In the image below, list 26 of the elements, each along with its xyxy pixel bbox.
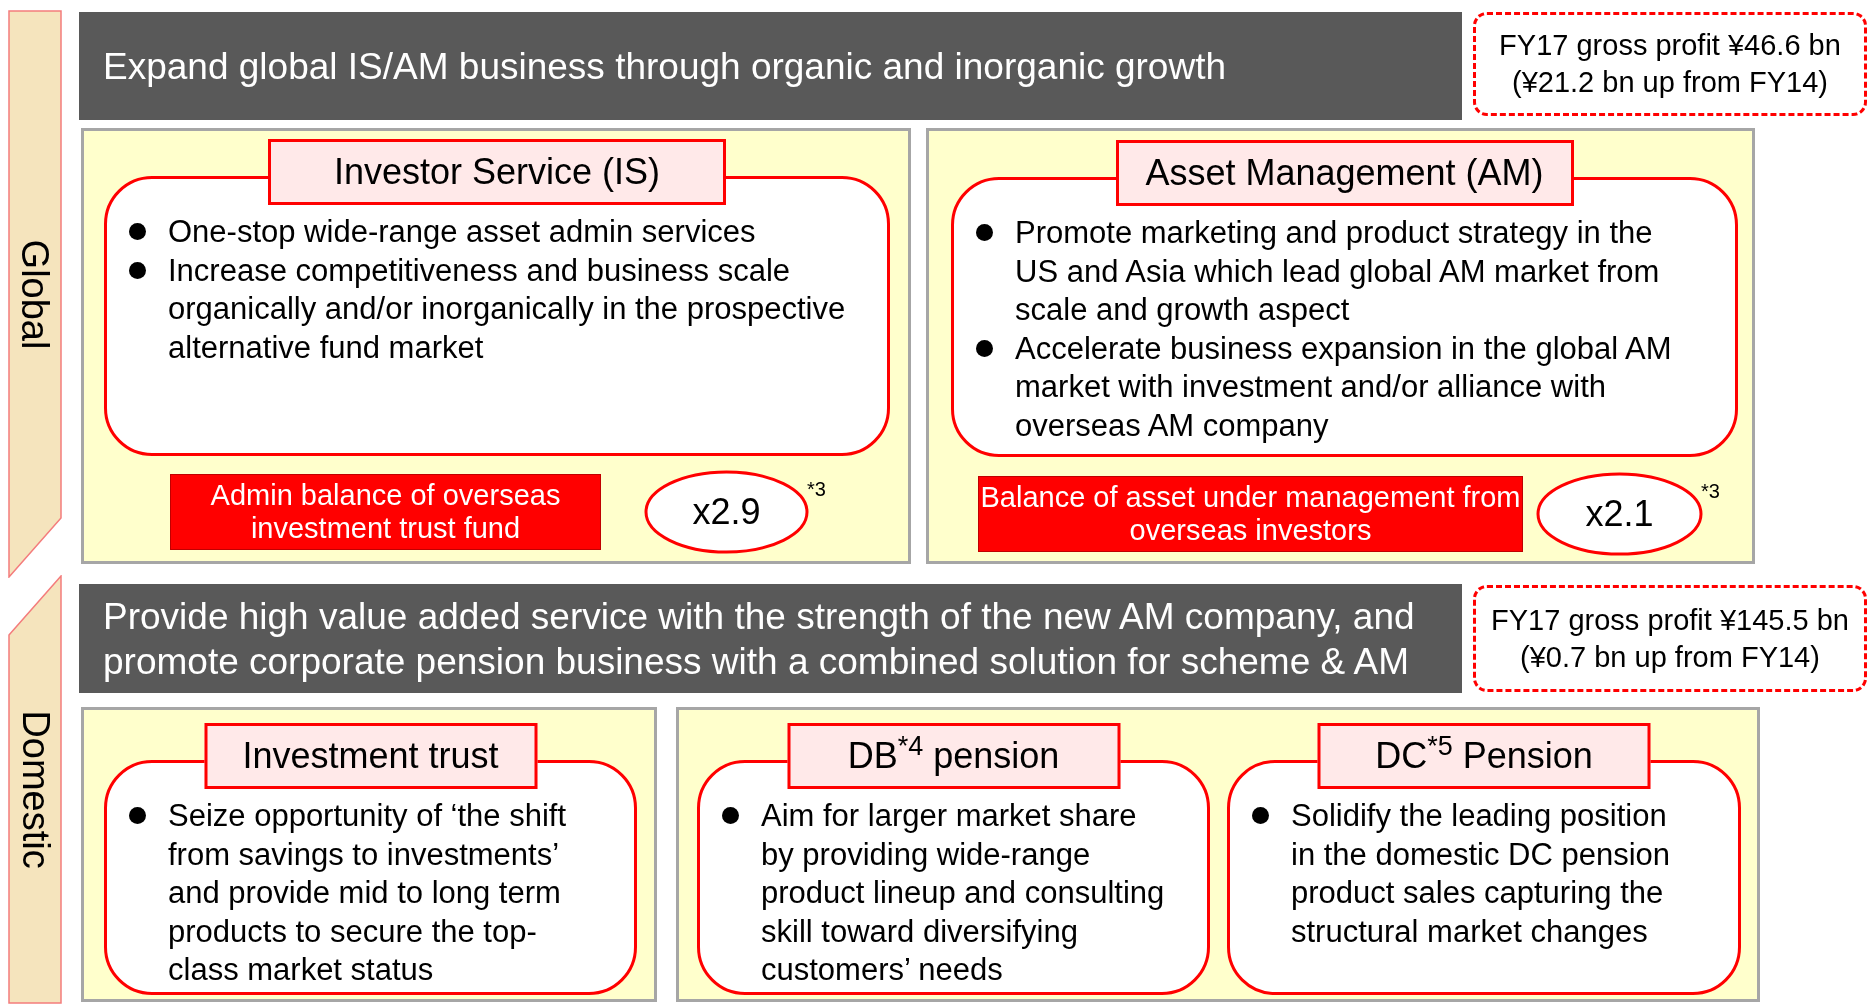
section-panel xyxy=(81,707,657,1002)
bullet-text: Accelerate business expansion in the global AM market with investment and/or alliance with overseas AM company xyxy=(1015,329,1673,445)
footnote-mark: *3 xyxy=(1701,479,1720,504)
profit-callout: FY17 gross profit ¥46.6 bn (¥21.2 bn up from FY14) xyxy=(1473,12,1867,116)
metric-label: Balance of asset under management from overseas investors xyxy=(978,476,1523,552)
goal-banner: Expand global IS/AM business through organic and inorganic growth xyxy=(79,12,1462,120)
bullet-text: Promote marketing and product strategy in the US and Asia which lead global AM market from scale and growth aspect xyxy=(1015,214,1661,329)
card-title-tab: Asset Management (AM) xyxy=(1115,140,1574,206)
category-band: Domestic xyxy=(8,575,62,1004)
card-title-tab: Investment trust xyxy=(204,723,537,789)
bullet-text: Seize opportunity of ‘the shift from savings to investments’ and provide mid to long term products to secure the top-class market status xyxy=(168,797,568,989)
profit-callout: FY17 gross profit ¥145.5 bn (¥0.7 bn up from FY14) xyxy=(1473,585,1867,692)
goal-banner: Provide high value added service with the strength of the new AM company, and promote corporate pension business with a combined solution for scheme & AM xyxy=(79,584,1462,693)
bullet-text: Solidify the leading position in the domestic DC pension product sales capturing the structural market changes xyxy=(1291,797,1672,951)
card-title-tab: DB$^{*4}$ pension xyxy=(787,723,1120,789)
card-title-tab: Investor Service (IS) xyxy=(268,139,726,205)
bullet-text: Aim for larger market share by providing wide-range product lineup and consulting skill toward diversifying customers’ needs xyxy=(761,797,1166,989)
card-title-tab: DC$^{*5}$ Pension xyxy=(1317,723,1651,789)
section-panel xyxy=(926,128,1755,564)
section-panel xyxy=(676,707,1760,1002)
category-band: Global xyxy=(8,10,62,578)
section-panel xyxy=(81,128,911,564)
bullet-text: One-stop wide-range asset admin services xyxy=(168,213,756,251)
footnote-mark: *3 xyxy=(807,477,826,502)
metric-label: Admin balance of overseas investment trust fund xyxy=(170,474,601,550)
bullet-text: Increase competitiveness and business scale organically and/or inorganically in the prospective alternative fund market xyxy=(168,251,847,367)
